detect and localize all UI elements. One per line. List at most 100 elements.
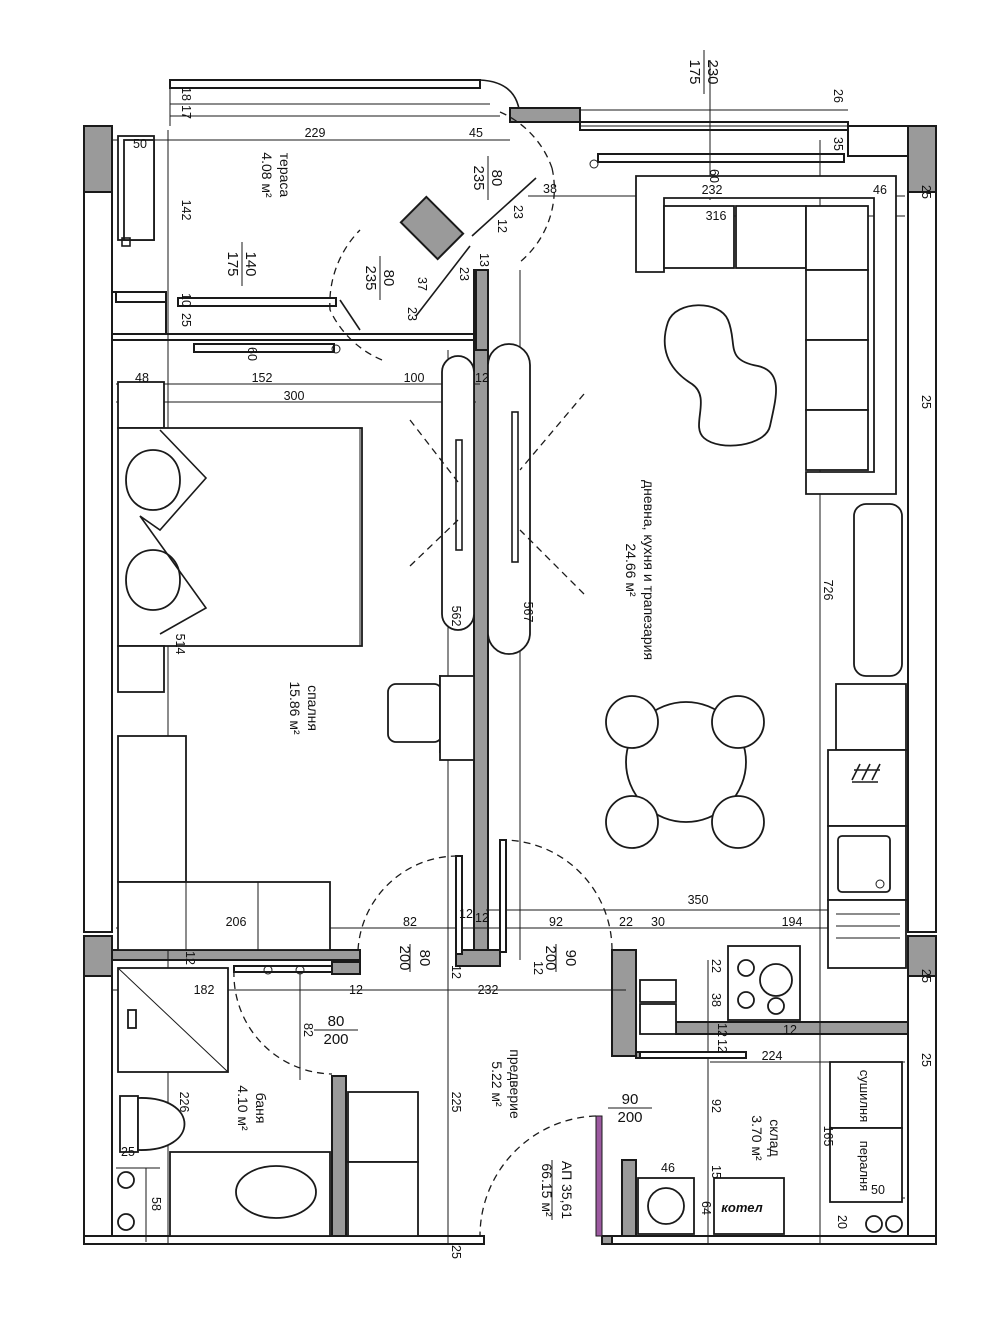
- terrace-door-swing-d: [519, 167, 555, 263]
- sink-drain: [875, 879, 885, 889]
- hall-cabinet-2: [347, 1161, 419, 1237]
- nightstand-top: [117, 381, 165, 429]
- door-bath-door-height: 200: [323, 1031, 348, 1048]
- dimension-d12k: 12: [783, 1023, 797, 1037]
- dimension-d64: 64: [699, 1201, 713, 1215]
- chair-3: [605, 795, 659, 849]
- dimension-d25d: 25: [919, 969, 933, 983]
- wall-bottom-left: [83, 1235, 485, 1245]
- kitchen-shelf-2: [639, 1003, 677, 1035]
- dimension-d12a: 12: [495, 219, 509, 233]
- wall-left-top: [83, 125, 113, 193]
- door-entry-door-b-height: 200: [617, 1109, 642, 1126]
- wall-right-bottom: [907, 975, 937, 1243]
- dimension-d35: 35: [831, 137, 845, 151]
- dimension-d567: 567: [521, 602, 535, 623]
- room-name-terrace: тераса: [277, 153, 293, 198]
- fridge: [835, 683, 907, 751]
- kitchen-shelf-1: [639, 979, 677, 1003]
- sink-icon: [837, 835, 891, 893]
- hall-cabinet-1: [347, 1091, 419, 1163]
- sofa: [635, 175, 897, 495]
- bedroom-door-leaf: [455, 855, 463, 955]
- dimension-d514: 514: [173, 634, 187, 655]
- washer-label: пералня: [857, 1141, 872, 1192]
- door-top-window-height: 175: [686, 59, 703, 84]
- burner-2: [737, 991, 755, 1009]
- valve-3: [865, 1215, 883, 1233]
- door-terrace-window-width: 140: [242, 251, 259, 276]
- door-leaf-a: [339, 299, 361, 331]
- dimension-d165: 165: [821, 1126, 835, 1147]
- dryer: [829, 1061, 903, 1129]
- wall-door-jamb: [455, 949, 501, 967]
- dimension-d50b: 50: [871, 1183, 885, 1197]
- dimension-d92b: 92: [709, 1099, 723, 1113]
- room-name-hallway: предверие: [507, 1049, 523, 1119]
- tv-view-c: [519, 393, 585, 471]
- dimension-d12b: 12: [475, 371, 489, 385]
- dimension-d46: 46: [873, 183, 887, 197]
- terrace-window-sill: [193, 343, 335, 353]
- coffee-table: [663, 304, 777, 447]
- door-jamb-right: [475, 269, 489, 351]
- door-bath-door-width: 80: [328, 1013, 345, 1030]
- dimension-d23b: 23: [457, 267, 471, 281]
- dimension-d316: 316: [706, 209, 727, 223]
- entry-door-leaf-a: [499, 839, 507, 953]
- chair-2: [711, 695, 765, 749]
- washing-machine: [829, 1127, 903, 1203]
- grill-icon: [851, 763, 881, 783]
- door-terrace-window-height: 175: [224, 251, 241, 276]
- dimension-d18: 18: [179, 87, 193, 101]
- tv-view-d: [519, 529, 585, 595]
- dimension-d224: 224: [762, 1049, 783, 1063]
- bath-door-swing: [233, 969, 333, 1075]
- wall-storage-left: [621, 1159, 637, 1237]
- dimension-d232b: 232: [478, 983, 499, 997]
- kitchen-island-counter: [853, 503, 903, 677]
- dishwasher: [827, 899, 907, 969]
- dimension-d12j: 12: [715, 1039, 729, 1053]
- dimension-d206: 206: [226, 915, 247, 929]
- door-leaf-c: [415, 245, 471, 317]
- wardrobe-1: [117, 735, 187, 883]
- sofa-cushion-6: [805, 409, 869, 471]
- dimension-d13: 13: [477, 253, 491, 267]
- dimension-d182: 182: [194, 983, 215, 997]
- dimension-d12d: 12: [475, 911, 489, 925]
- dimension-d12h: 12: [349, 983, 363, 997]
- room-name-living: дневна, кухня и трапезария: [641, 480, 657, 660]
- valve-2: [117, 1213, 135, 1231]
- dimension-d194: 194: [782, 915, 803, 929]
- dimension-d152: 152: [252, 371, 273, 385]
- door-bedroom-door-width: 80: [416, 950, 433, 967]
- burner-3: [767, 997, 785, 1015]
- dimension-d45: 45: [469, 126, 483, 140]
- bedroom-furniture: [117, 343, 585, 951]
- door-top-window-width: 230: [704, 59, 721, 84]
- terrace-door-swing-a: [329, 229, 361, 311]
- wall-left-bottom: [83, 975, 113, 1243]
- kitchen-cabinet: [827, 749, 907, 827]
- dimension-d23c: 23: [405, 307, 419, 321]
- boiler-label: котел: [721, 1200, 762, 1215]
- entry-door-leaf-b: [595, 1115, 603, 1237]
- valve-4: [885, 1215, 903, 1233]
- room-name-bedroom: спалня: [305, 685, 321, 731]
- sofa-cushion-4: [805, 269, 869, 341]
- dimension-d38: 38: [543, 182, 557, 196]
- dimension-d226: 226: [177, 1092, 191, 1113]
- terrace-door-swing-b: [329, 309, 383, 361]
- dryer-label: сушилня: [857, 1070, 872, 1123]
- door-entry-door-b-width: 90: [622, 1091, 639, 1108]
- bathroom-fixtures: [117, 967, 419, 1237]
- door-terrace-door-b-height: 235: [362, 265, 379, 290]
- bath-door-leaf: [233, 965, 333, 973]
- window-jamb: [509, 107, 581, 123]
- burner-large: [759, 963, 793, 997]
- dimension-d300: 300: [284, 389, 305, 403]
- wall-bed-bath: [111, 949, 361, 961]
- terrace-window-frame: [177, 297, 337, 307]
- wardrobe-2: [117, 881, 331, 951]
